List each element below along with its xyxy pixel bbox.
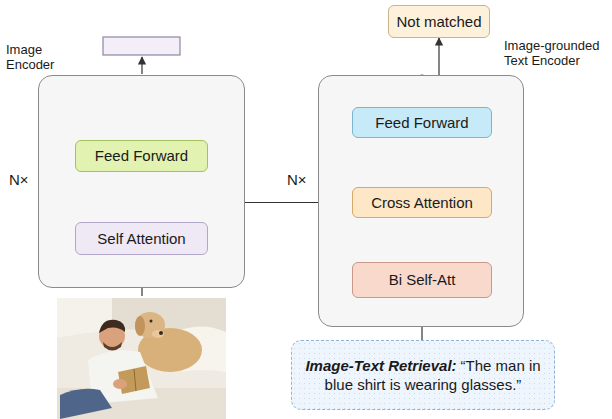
box-label: Not matched: [396, 13, 481, 31]
box-label: Bi Self-Att: [389, 271, 456, 289]
repeat-count: N×: [287, 171, 307, 188]
box-label: Feed Forward: [375, 114, 468, 132]
embedding-bar: [103, 37, 180, 55]
photo-illustration: [57, 298, 226, 419]
repeat-count: N×: [9, 171, 29, 188]
layer-box: Feed Forward: [75, 140, 208, 172]
encoder-heading: Image Encoder: [6, 42, 66, 72]
output-box: Not matched: [388, 5, 490, 38]
box-label: Feed Forward: [95, 147, 188, 165]
box-label: Cross Attention: [371, 194, 473, 212]
query-text: Image-Text Retrieval:“The man in blue sh…: [302, 356, 544, 394]
layer-box: Cross Attention: [352, 187, 492, 218]
layer-box: Feed Forward: [352, 107, 492, 138]
encoder-block: Image-grounded Text EncoderFeed ForwardC…: [318, 75, 524, 327]
query-box: Image-Text Retrieval:“The man in blue sh…: [291, 340, 555, 410]
encoder-block: Image EncoderFeed ForwardSelf Attention: [38, 75, 245, 288]
encoder-heading: Image-grounded Text Encoder: [504, 38, 608, 68]
task-name: Image-Text Retrieval:: [305, 357, 456, 374]
box-label: Self Attention: [97, 230, 185, 248]
output-arrow: [141, 57, 142, 74]
layer-box: Self Attention: [75, 222, 208, 255]
layer-box: Bi Self-Att: [352, 262, 492, 298]
